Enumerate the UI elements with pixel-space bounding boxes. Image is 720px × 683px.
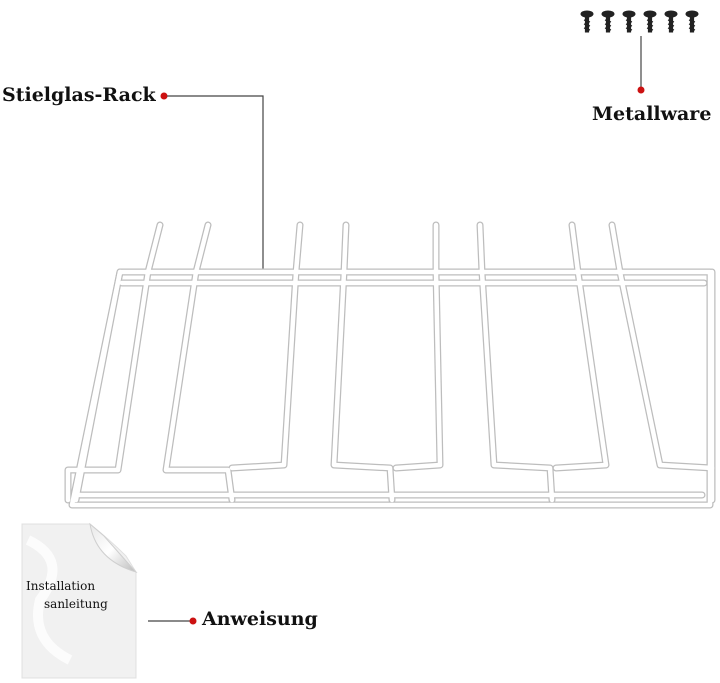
rack-label: Stielglas-Rack [2,84,156,106]
manual-label: Anweisung [202,608,318,630]
rack-callout-dot [160,92,168,100]
screw-icon [685,10,699,33]
screw-icon [580,10,594,33]
screw-icon [664,10,678,33]
hardware-label: Metallware [592,103,712,125]
hardware-callout-dot [637,86,645,94]
wine-glass-rack-icon [64,221,716,509]
manual-title-line-2: sanleitung [44,597,108,611]
manual-callout-dot [189,617,197,625]
screw-icon [622,10,636,33]
instruction-sheet-icon [21,522,138,679]
screw-icon [643,10,657,33]
rack-leader-line [167,95,264,272]
screw-set-icon [580,10,699,33]
manual-title-line-1: Installation [26,579,96,593]
screw-icon [601,10,615,33]
